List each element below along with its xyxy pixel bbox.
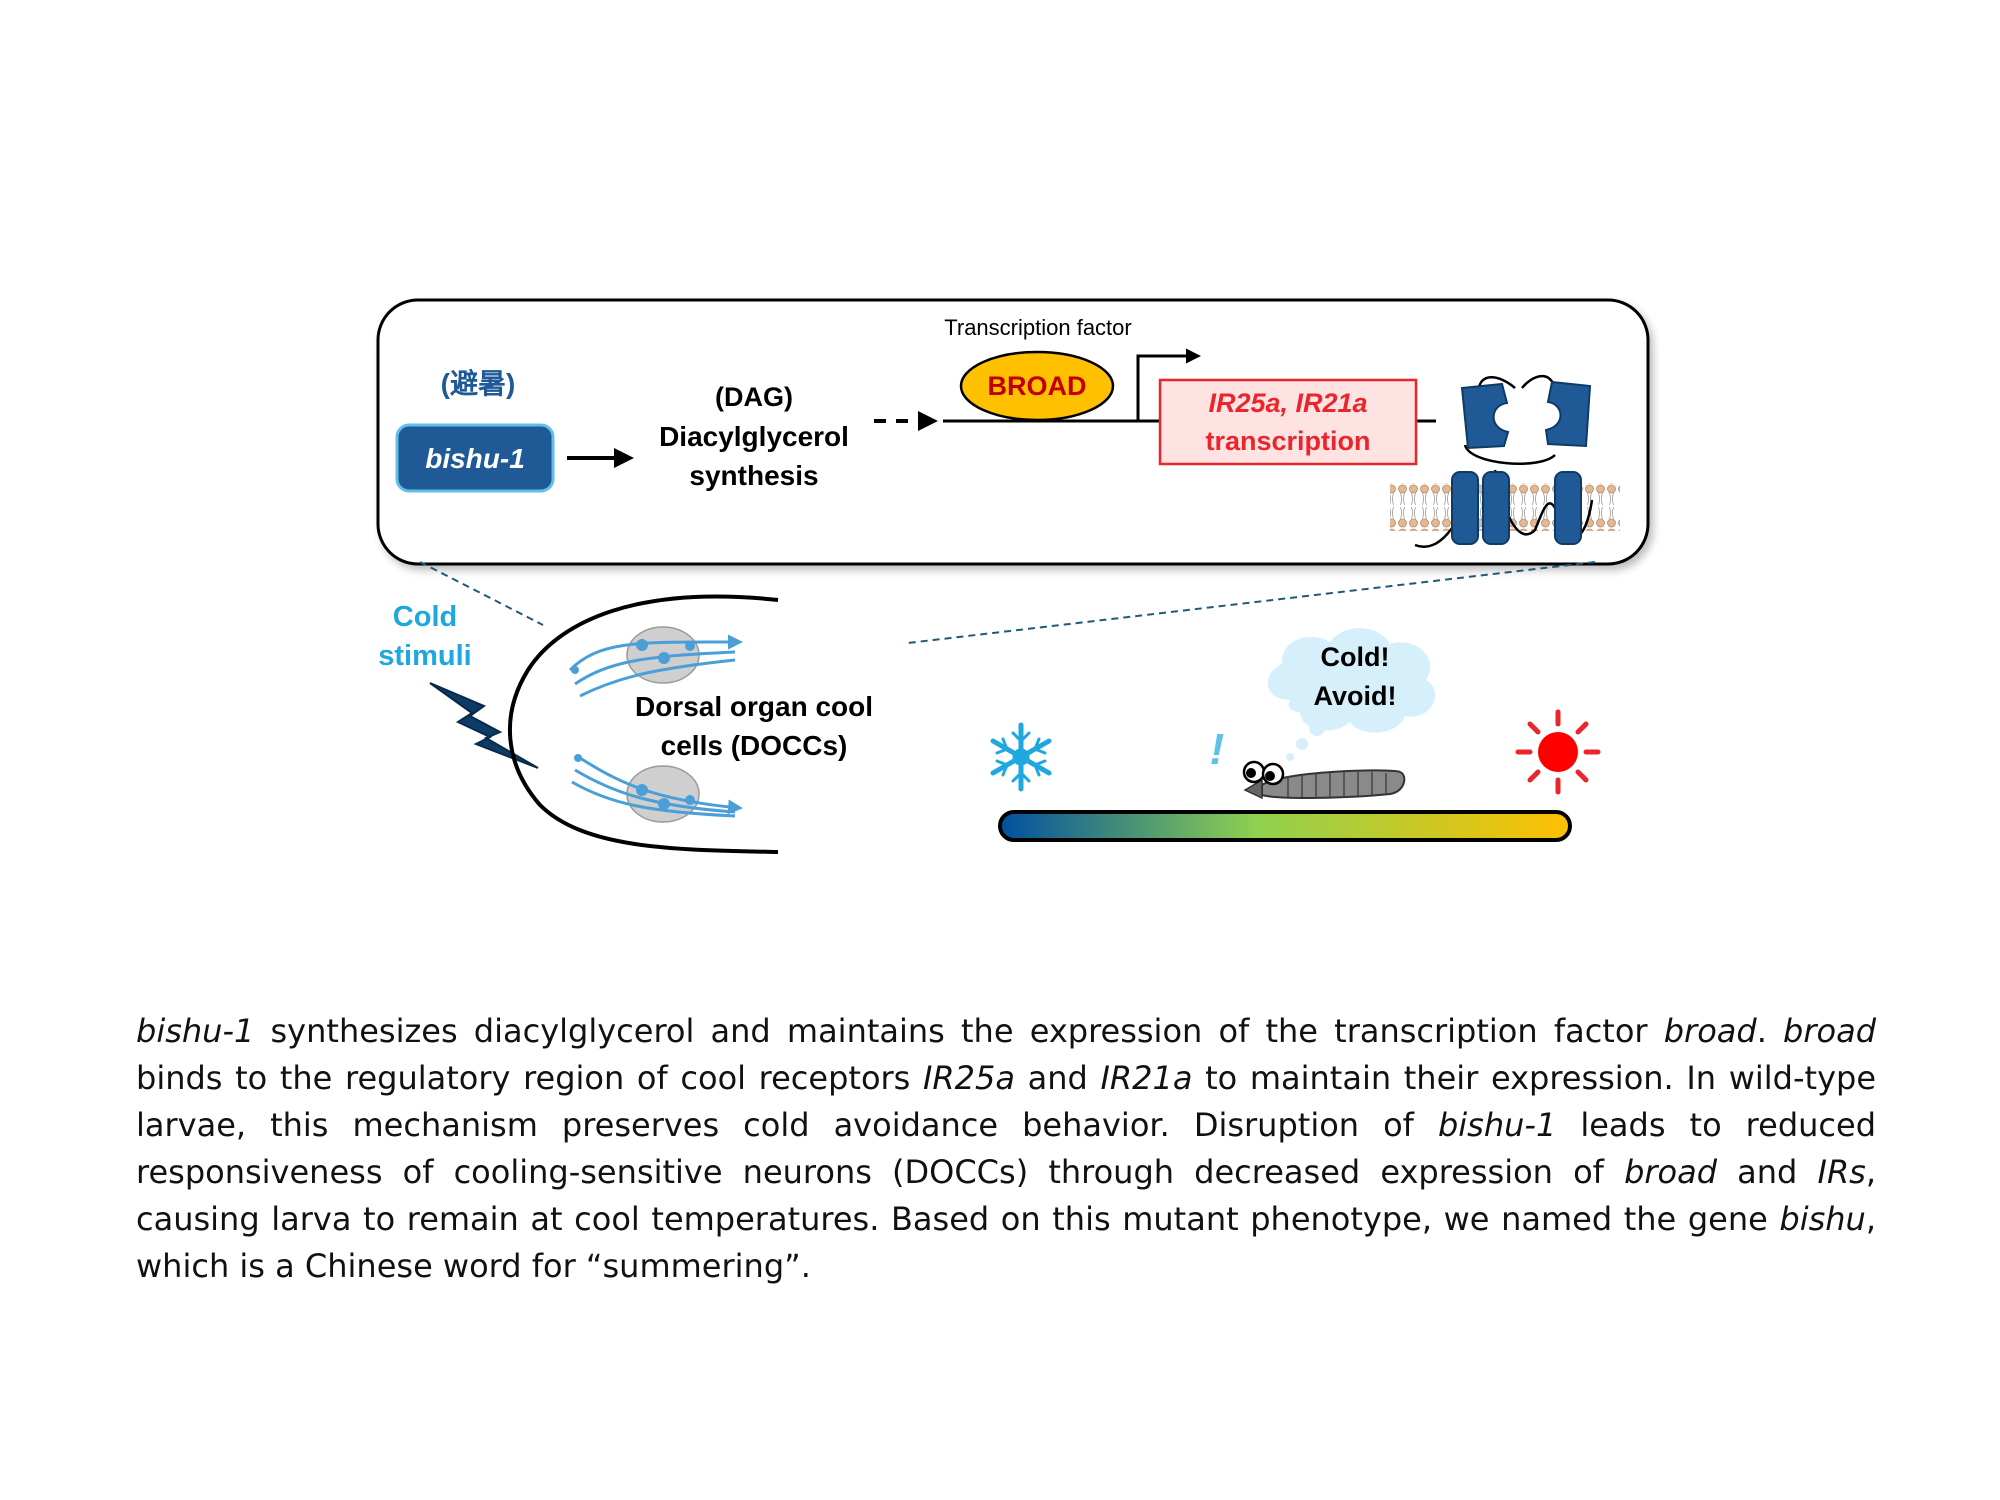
docc-neurons-upper <box>568 634 743 698</box>
caption-gene-bishu: bishu <box>1779 1200 1866 1238</box>
caption-gene-bishu1: bishu-1 <box>1437 1106 1557 1144</box>
target-genes-line-1: IR25a, IR21a <box>1208 388 1367 418</box>
caption-text: , which is a Chinese word for “summering… <box>136 1200 1876 1285</box>
docc-somata-upper <box>571 639 695 674</box>
caption-gene-broad: broad <box>1663 1012 1757 1050</box>
dag-line-2: synthesis <box>689 460 818 491</box>
caption-gene-broad: broad <box>1624 1153 1718 1191</box>
caption-gene-ir21a: IR21a <box>1100 1059 1193 1097</box>
bubble-cloud <box>1267 627 1436 733</box>
caption-text: and <box>1717 1153 1818 1191</box>
panel-frame <box>376 298 1650 566</box>
temperature-gradient-bar <box>998 810 1572 842</box>
stimulus-line-1: Cold <box>393 601 457 633</box>
caption-text: to maintain their expression. In wild-ty… <box>136 1059 1877 1144</box>
broad-label: BROAD <box>988 371 1087 401</box>
transcription-start-arrow <box>1136 348 1201 421</box>
caption-text: leads to reduced responsiveness of cooli… <box>136 1106 1877 1191</box>
tf-label: Transcription factor <box>944 315 1131 340</box>
caption-gene-broad: broad <box>1783 1012 1877 1050</box>
receptor-icon <box>1390 374 1620 548</box>
docc-label-line-1: Dorsal organ cool <box>635 691 873 722</box>
zoom-connector-right <box>907 561 1596 644</box>
kanji-label: (避暑) <box>441 368 516 399</box>
caption-text: , causing larva to remain at cool temper… <box>136 1153 1877 1238</box>
caption-text: synthesizes diacylglycerol and maintains… <box>254 1012 1664 1050</box>
dag-line-1: Diacylglycerol <box>659 421 849 452</box>
exclamation-mark: ! <box>1210 725 1225 774</box>
caption-text: . <box>1756 1012 1784 1050</box>
ligand-binding-domain-left <box>1460 382 1510 450</box>
bubble-line-2: Avoid! <box>1314 681 1397 711</box>
snowflake-icon <box>990 722 1052 792</box>
stimulus-line-2: stimuli <box>378 640 471 672</box>
bishu-1-gene-box <box>395 423 555 493</box>
target-genes-line-2: transcription <box>1205 426 1370 456</box>
target-genes-box <box>1158 378 1418 466</box>
docc-label-line-2: cells (DOCCs) <box>661 730 848 761</box>
ligand-binding-domain-right <box>1544 380 1592 448</box>
docc-somata-lower <box>574 754 695 810</box>
thought-bubble: Cold! Avoid! <box>1267 627 1436 761</box>
broad-tf-oval <box>959 350 1115 422</box>
transmembrane-helix-1 <box>1451 471 1479 545</box>
caption-gene-ir25a: IR25a <box>922 1059 1015 1097</box>
caption-text: binds to the regulatory region of cool r… <box>136 1059 923 1097</box>
mechanism-panel: (避暑) bishu-1 (DAG) Diacylglycerol synthe… <box>376 298 1650 566</box>
sun-icon <box>1515 709 1601 795</box>
larval-head-section: Cold stimuli Dorsal organ cool cells (DO… <box>378 594 873 854</box>
caption-text: and <box>1014 1059 1101 1097</box>
figure-caption: bishu-1 synthesizes diacylglycerol and m… <box>136 1008 1876 1290</box>
dag-abbrev: (DAG) <box>715 382 793 412</box>
caption-gene-irs: IRs <box>1817 1153 1866 1191</box>
head-outline <box>508 594 779 854</box>
transmembrane-helix-3 <box>1554 471 1582 545</box>
larva-icon <box>1242 760 1406 800</box>
caption-gene-bishu1: bishu-1 <box>136 1012 255 1050</box>
lightning-bolt-icon <box>429 682 539 769</box>
behavior-section: ! Cold! Avoid! <box>990 627 1601 842</box>
bubble-line-1: Cold! <box>1321 642 1390 672</box>
gene-box-label: bishu-1 <box>425 443 525 474</box>
transmembrane-helix-2 <box>1482 471 1510 545</box>
